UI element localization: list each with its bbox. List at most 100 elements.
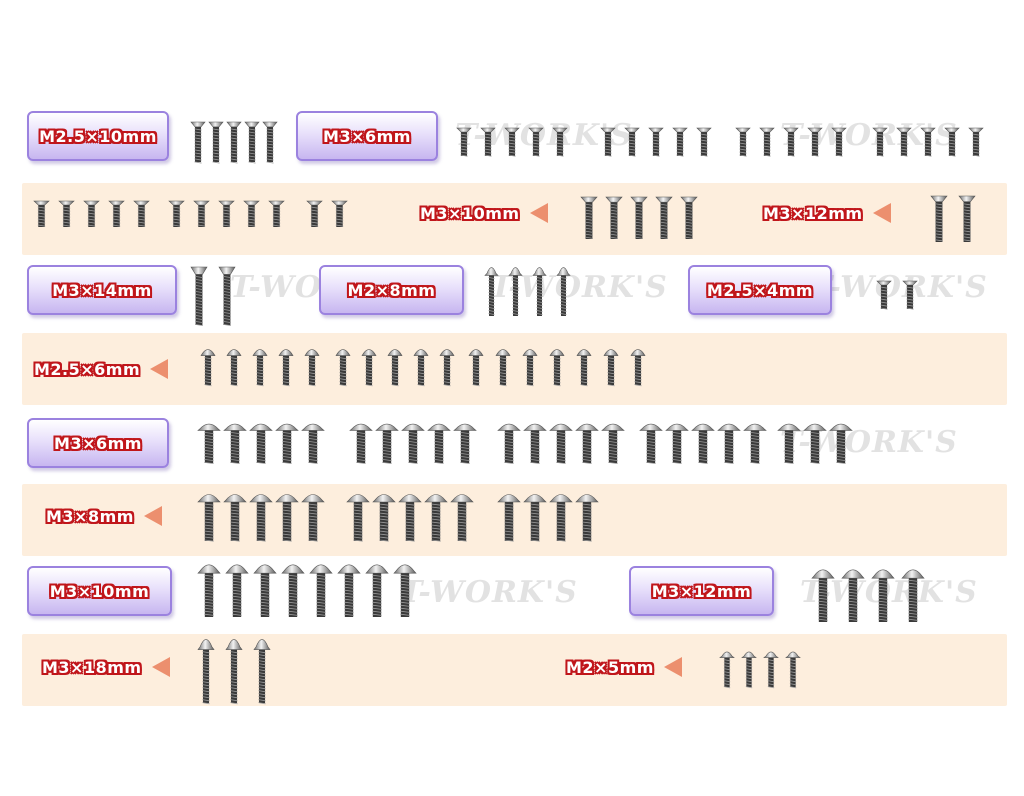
flanged-button-head-screw-icon (223, 492, 247, 546)
flanged-button-head-screw-icon (763, 650, 779, 692)
flat-head-screw-icon (168, 200, 185, 232)
flat-head-screw-icon (759, 127, 775, 161)
row-band-6 (22, 484, 1007, 556)
flanged-button-head-screw-icon (249, 492, 273, 546)
flat-head-screw-icon (218, 266, 236, 330)
flat-head-screw-icon (226, 121, 242, 167)
flanged-button-head-screw-icon (197, 492, 221, 546)
flat-head-screw-icon (480, 127, 496, 161)
flanged-button-head-screw-icon (349, 422, 373, 468)
flat-head-screw-icon (262, 121, 278, 167)
flat-head-screw-icon (133, 200, 150, 232)
arrow-left-icon (150, 359, 169, 379)
size-label: M3×18mm (42, 657, 142, 677)
flat-head-screw-icon (552, 127, 568, 161)
flanged-button-head-screw-icon (901, 567, 925, 627)
flanged-button-head-screw-icon (249, 422, 273, 468)
flanged-button-head-screw-icon (743, 422, 767, 468)
size-label-box: M2.5×10mm (27, 111, 169, 161)
flanged-button-head-screw-icon (401, 422, 425, 468)
flat-head-screw-icon (268, 200, 285, 232)
flat-head-screw-icon (331, 200, 348, 232)
flanged-button-head-screw-icon (398, 492, 422, 546)
flanged-button-head-screw-icon (523, 422, 547, 468)
flat-head-screw-icon (33, 200, 50, 232)
button-head-screw-icon (200, 348, 216, 390)
flanged-button-head-screw-icon (309, 562, 333, 622)
size-label: M3×12mm (763, 203, 863, 223)
flanged-button-head-screw-icon (275, 492, 299, 546)
flat-head-screw-icon (920, 127, 936, 161)
size-label: M3×6mm (323, 126, 411, 146)
flat-head-screw-icon (696, 127, 712, 161)
flanged-button-head-screw-icon (575, 492, 599, 546)
button-head-screw-icon (387, 348, 403, 390)
size-label-box: M3×6mm (296, 111, 438, 161)
flat-head-screw-icon (680, 196, 698, 244)
arrow-left-icon (143, 506, 162, 526)
row-band-2 (22, 183, 1007, 255)
flat-head-screw-icon (735, 127, 751, 161)
size-label-with-arrow: M3×18mm (42, 657, 170, 677)
size-label-box: M2×8mm (319, 265, 464, 315)
flat-head-screw-icon (58, 200, 75, 232)
flat-head-screw-icon (456, 127, 472, 161)
size-label: M2.5×10mm (39, 126, 157, 146)
size-label: M3×8mm (46, 506, 134, 526)
button-head-screw-icon (576, 348, 592, 390)
flat-head-screw-icon (244, 121, 260, 167)
flanged-button-head-screw-icon (785, 650, 801, 692)
flanged-button-head-screw-icon (601, 422, 625, 468)
size-label: M2×5mm (566, 657, 654, 677)
flat-head-screw-icon (243, 200, 260, 232)
flat-head-screw-icon (831, 127, 847, 161)
flanged-button-head-screw-icon (427, 422, 451, 468)
arrow-left-icon (663, 657, 682, 677)
flanged-button-head-screw-icon (803, 422, 827, 468)
flat-head-screw-icon (968, 127, 984, 161)
flanged-button-head-screw-icon (575, 422, 599, 468)
button-head-screw-icon (603, 348, 619, 390)
flanged-button-head-screw-icon (450, 492, 474, 546)
flat-head-screw-icon (783, 127, 799, 161)
button-head-screw-icon (522, 348, 538, 390)
button-head-screw-icon (304, 348, 320, 390)
flat-head-screw-icon (580, 196, 598, 244)
size-label-with-arrow: M3×8mm (46, 506, 162, 526)
flanged-button-head-screw-icon (253, 636, 271, 708)
flanged-button-head-screw-icon (497, 492, 521, 546)
flat-head-screw-icon (648, 127, 664, 161)
flanged-button-head-screw-icon (549, 422, 573, 468)
size-label: M2.5×4mm (706, 280, 814, 300)
flanged-button-head-screw-icon (197, 636, 215, 708)
flat-head-screw-icon (306, 200, 323, 232)
flat-head-screw-icon (83, 200, 100, 232)
button-head-screw-icon (413, 348, 429, 390)
button-head-screw-icon (226, 348, 242, 390)
size-label: M3×10mm (420, 203, 520, 223)
flat-head-screw-icon (876, 280, 892, 314)
watermark: T-WORK'S (810, 270, 988, 305)
watermark: T-WORK'S (490, 270, 668, 305)
flanged-button-head-screw-icon (375, 422, 399, 468)
flat-head-screw-icon (193, 200, 210, 232)
button-head-screw-icon (278, 348, 294, 390)
flanged-button-head-screw-icon (253, 562, 277, 622)
button-head-screw-icon (335, 348, 351, 390)
size-label: M3×10mm (49, 581, 150, 601)
size-label-with-arrow: M2×5mm (566, 657, 682, 677)
size-label: M2.5×6mm (34, 359, 141, 379)
flanged-button-head-screw-icon (484, 265, 499, 321)
flanged-button-head-screw-icon (719, 650, 735, 692)
flanged-button-head-screw-icon (508, 265, 523, 321)
flanged-button-head-screw-icon (346, 492, 370, 546)
flat-head-screw-icon (655, 196, 673, 244)
flat-head-screw-icon (930, 195, 948, 247)
size-label: M2×8mm (347, 280, 436, 300)
flanged-button-head-screw-icon (532, 265, 547, 321)
size-label-box: M3×12mm (629, 566, 774, 616)
row-band-4 (22, 333, 1007, 405)
size-label-with-arrow: M3×12mm (763, 203, 891, 223)
flanged-button-head-screw-icon (197, 562, 221, 622)
flat-head-screw-icon (108, 200, 125, 232)
